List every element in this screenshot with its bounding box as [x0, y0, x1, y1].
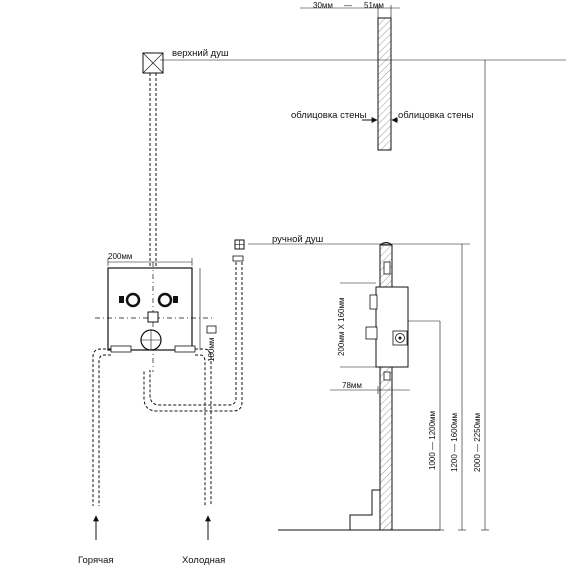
- top-range-label: 2000 — 2250мм: [473, 413, 482, 472]
- wall-top: [377, 17, 392, 151]
- top-shower-label: верхний душ: [172, 48, 229, 59]
- wall-sep-label: —: [344, 1, 352, 10]
- box-height-label: 180мм: [207, 338, 216, 362]
- wall-min-label: 30мм: [313, 1, 333, 10]
- cold-supply-pipe: Холодная: [182, 348, 225, 566]
- depth-label: 78мм: [342, 381, 362, 390]
- side-size-label: 200мм X 160мм: [337, 298, 346, 356]
- wall-cladding-right-label: облицовка стены: [398, 110, 474, 121]
- diverter-icon-right: [157, 292, 178, 308]
- wall-section-top: 30мм — 51мм облицовка стены облицовка ст…: [291, 1, 474, 151]
- hand-shower: ручной душ: [232, 234, 470, 262]
- hand-range-label: 1000 — 1200мм: [428, 411, 437, 470]
- hot-label: Горячая: [78, 555, 114, 566]
- mixer-range-label: 1200 — 1600мм: [450, 413, 459, 472]
- wall-cladding-left-label: облицовка стены: [291, 110, 367, 121]
- mixer-box-front: 200мм 180мм: [95, 252, 217, 372]
- hand-shower-label: ручной душ: [272, 234, 323, 245]
- side-unit-body: [375, 286, 409, 368]
- height-dimensions: 1000 — 1200мм 1200 — 1600мм 2000 — 2250м…: [428, 60, 489, 531]
- diverter-icon-left: [119, 292, 141, 308]
- top-shower: верхний душ: [142, 48, 566, 74]
- thermostat-icon: [140, 329, 162, 351]
- wall-section-side: 200мм X 160мм 78мм: [278, 242, 440, 531]
- box-width-label: 200мм: [108, 252, 132, 261]
- hot-supply-pipe: Горячая: [78, 348, 114, 566]
- cold-label: Холодная: [182, 555, 225, 566]
- wall-max-label: 51мм: [364, 1, 384, 10]
